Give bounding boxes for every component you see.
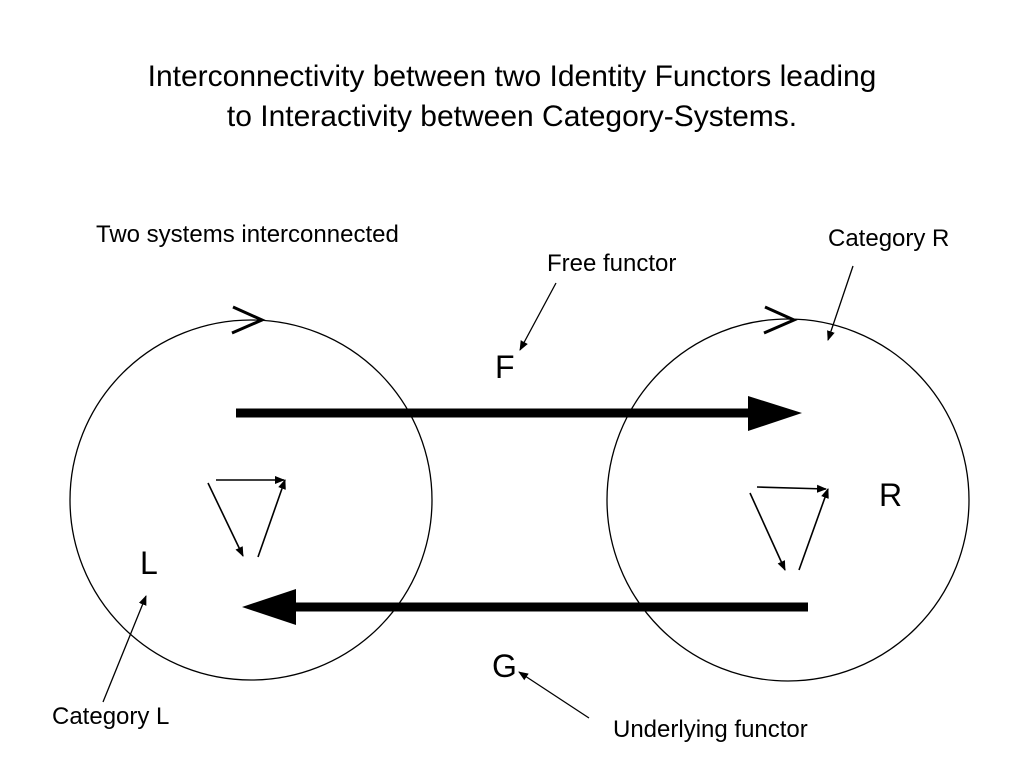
functor-f-letter: F (495, 349, 515, 385)
functor-g-letter: G (492, 648, 517, 684)
category-l-orientation-chevron (231, 305, 266, 335)
category-l-letter: L (140, 545, 158, 581)
free-functor-pointer (519, 282, 557, 351)
category-l-label: Category L (52, 703, 170, 730)
underlying-functor-pointer (518, 671, 590, 719)
category-r-circle (606, 318, 970, 682)
category-l-circle (69, 319, 433, 681)
category-l-pointer (102, 595, 147, 703)
category-r-pointer (827, 265, 854, 341)
slide-title-line-2: to Interactivity between Category-System… (226, 100, 798, 133)
category-r-letter: R (879, 477, 903, 513)
subtitle-label: Two systems interconnected (96, 221, 399, 248)
underlying-functor-label: Underlying functor (613, 716, 808, 743)
free-functor-arrow (236, 396, 802, 431)
category-r-orientation-chevron (763, 305, 798, 335)
slide-title: Interconnectivity between two Identity F… (0, 57, 1024, 137)
free-functor-label: Free functor (547, 250, 677, 277)
category-r-morphism-triangle (749, 484, 829, 571)
category-l-morphism-triangle (207, 476, 286, 558)
category-r-label: Category R (828, 225, 950, 252)
underlying-functor-arrow (242, 589, 808, 625)
slide-title-line-1: Interconnectivity between two Identity F… (147, 60, 877, 93)
